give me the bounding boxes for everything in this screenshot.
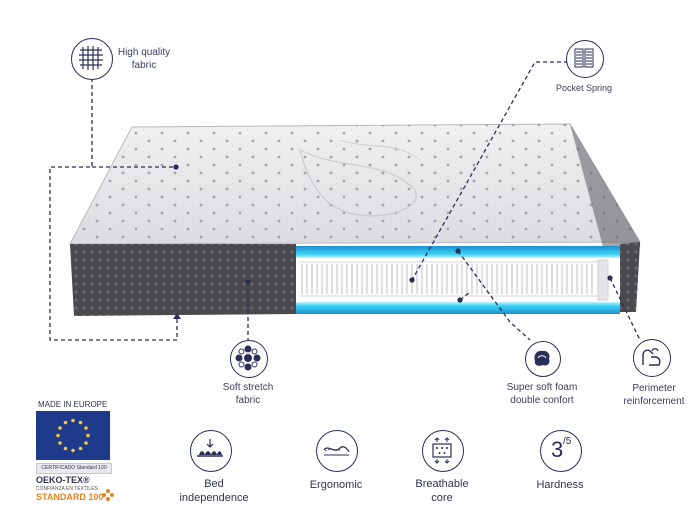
eu-flag — [36, 411, 110, 460]
eu-star — [71, 418, 75, 423]
eu-star — [84, 426, 88, 430]
certificado-strip: CERTIFICADO Standard 100 — [36, 463, 112, 474]
oeko-tex-label: OEKO-TEX® — [36, 475, 90, 485]
mattress-top — [69, 123, 641, 245]
callout-lines — [49, 61, 641, 341]
bed-wave-icon — [190, 430, 232, 472]
super-soft-foam-label: Super soft foam double confort — [506, 382, 578, 406]
eu-star — [84, 441, 88, 445]
high-quality-fabric-label: High quality fabric — [117, 47, 171, 71]
spine-icon — [316, 430, 358, 472]
hardness-value: 3 — [551, 437, 564, 462]
stretch-fabric-icon — [230, 340, 268, 378]
soft-stretch-fabric-label: Soft stretch fabric — [222, 382, 274, 406]
eu-star — [78, 420, 83, 425]
callout-dots — [173, 164, 613, 319]
hardness-max: /5 — [563, 436, 572, 447]
pocket-spring-icon — [566, 40, 604, 78]
fabric-weave-icon — [71, 38, 113, 80]
perimeter-arm-icon — [633, 339, 671, 377]
oeko-flower-icon — [101, 488, 115, 502]
spring-core-cutaway — [296, 246, 620, 314]
eu-star — [86, 433, 90, 438]
feature-label-bed-independence: Bed independence — [179, 478, 249, 504]
hardness-icon: 3 /5 — [540, 430, 582, 472]
feature-label-breathable-core: Breathable core — [415, 478, 469, 504]
certificado-label: CERTIFICADO Standard 100 — [41, 465, 107, 471]
standard-100-label: STANDARD 100 — [36, 492, 104, 502]
feature-label-hardness: Hardness — [536, 479, 584, 491]
eu-star — [58, 426, 62, 430]
eu-star — [71, 448, 75, 453]
confianza-label: CONFIANZA EN TEXTILES — [36, 486, 98, 492]
eu-star — [63, 420, 68, 425]
feature-label-ergonomic: Ergonomic — [309, 479, 363, 491]
perimeter-reinforcement-label: Perimeter reinforcement — [623, 383, 685, 407]
soft-foam-icon — [525, 341, 561, 377]
airflow-icon — [422, 430, 464, 472]
made-in-europe-label: MADE IN EUROPE — [38, 400, 108, 409]
mattress-side — [70, 124, 640, 316]
eu-star — [78, 446, 83, 451]
eu-star — [56, 433, 60, 438]
pocket-spring-label: Pocket Spring — [555, 83, 613, 93]
eu-star — [63, 446, 68, 451]
eu-star — [58, 441, 62, 445]
